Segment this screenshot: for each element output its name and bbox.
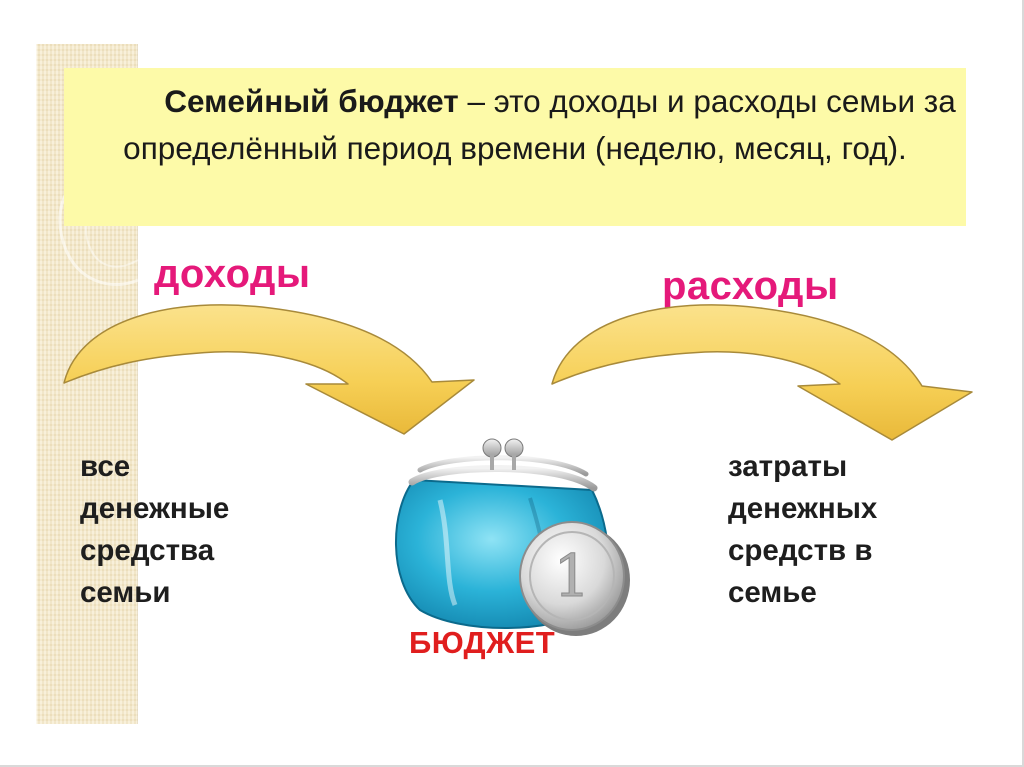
expenses-description-line: средств в <box>728 530 948 572</box>
budget-label: БЮДЖЕТ <box>409 625 555 661</box>
curved-arrow-right-icon <box>64 305 474 434</box>
coin-value: 1 <box>554 542 591 610</box>
expenses-description-line: затраты <box>728 446 948 488</box>
income-description-line: семьи <box>80 572 300 614</box>
income-description-line: все <box>80 446 300 488</box>
income-description-line: средства <box>80 530 300 572</box>
income-description: все денежные средства семьи <box>80 446 300 614</box>
income-description-line: денежные <box>80 488 300 530</box>
expenses-description-line: денежных <box>728 488 948 530</box>
expenses-description-line: семье <box>728 572 948 614</box>
purse-icon: 1 <box>380 420 640 640</box>
expenses-description: затраты денежных средств в семье <box>728 446 948 614</box>
